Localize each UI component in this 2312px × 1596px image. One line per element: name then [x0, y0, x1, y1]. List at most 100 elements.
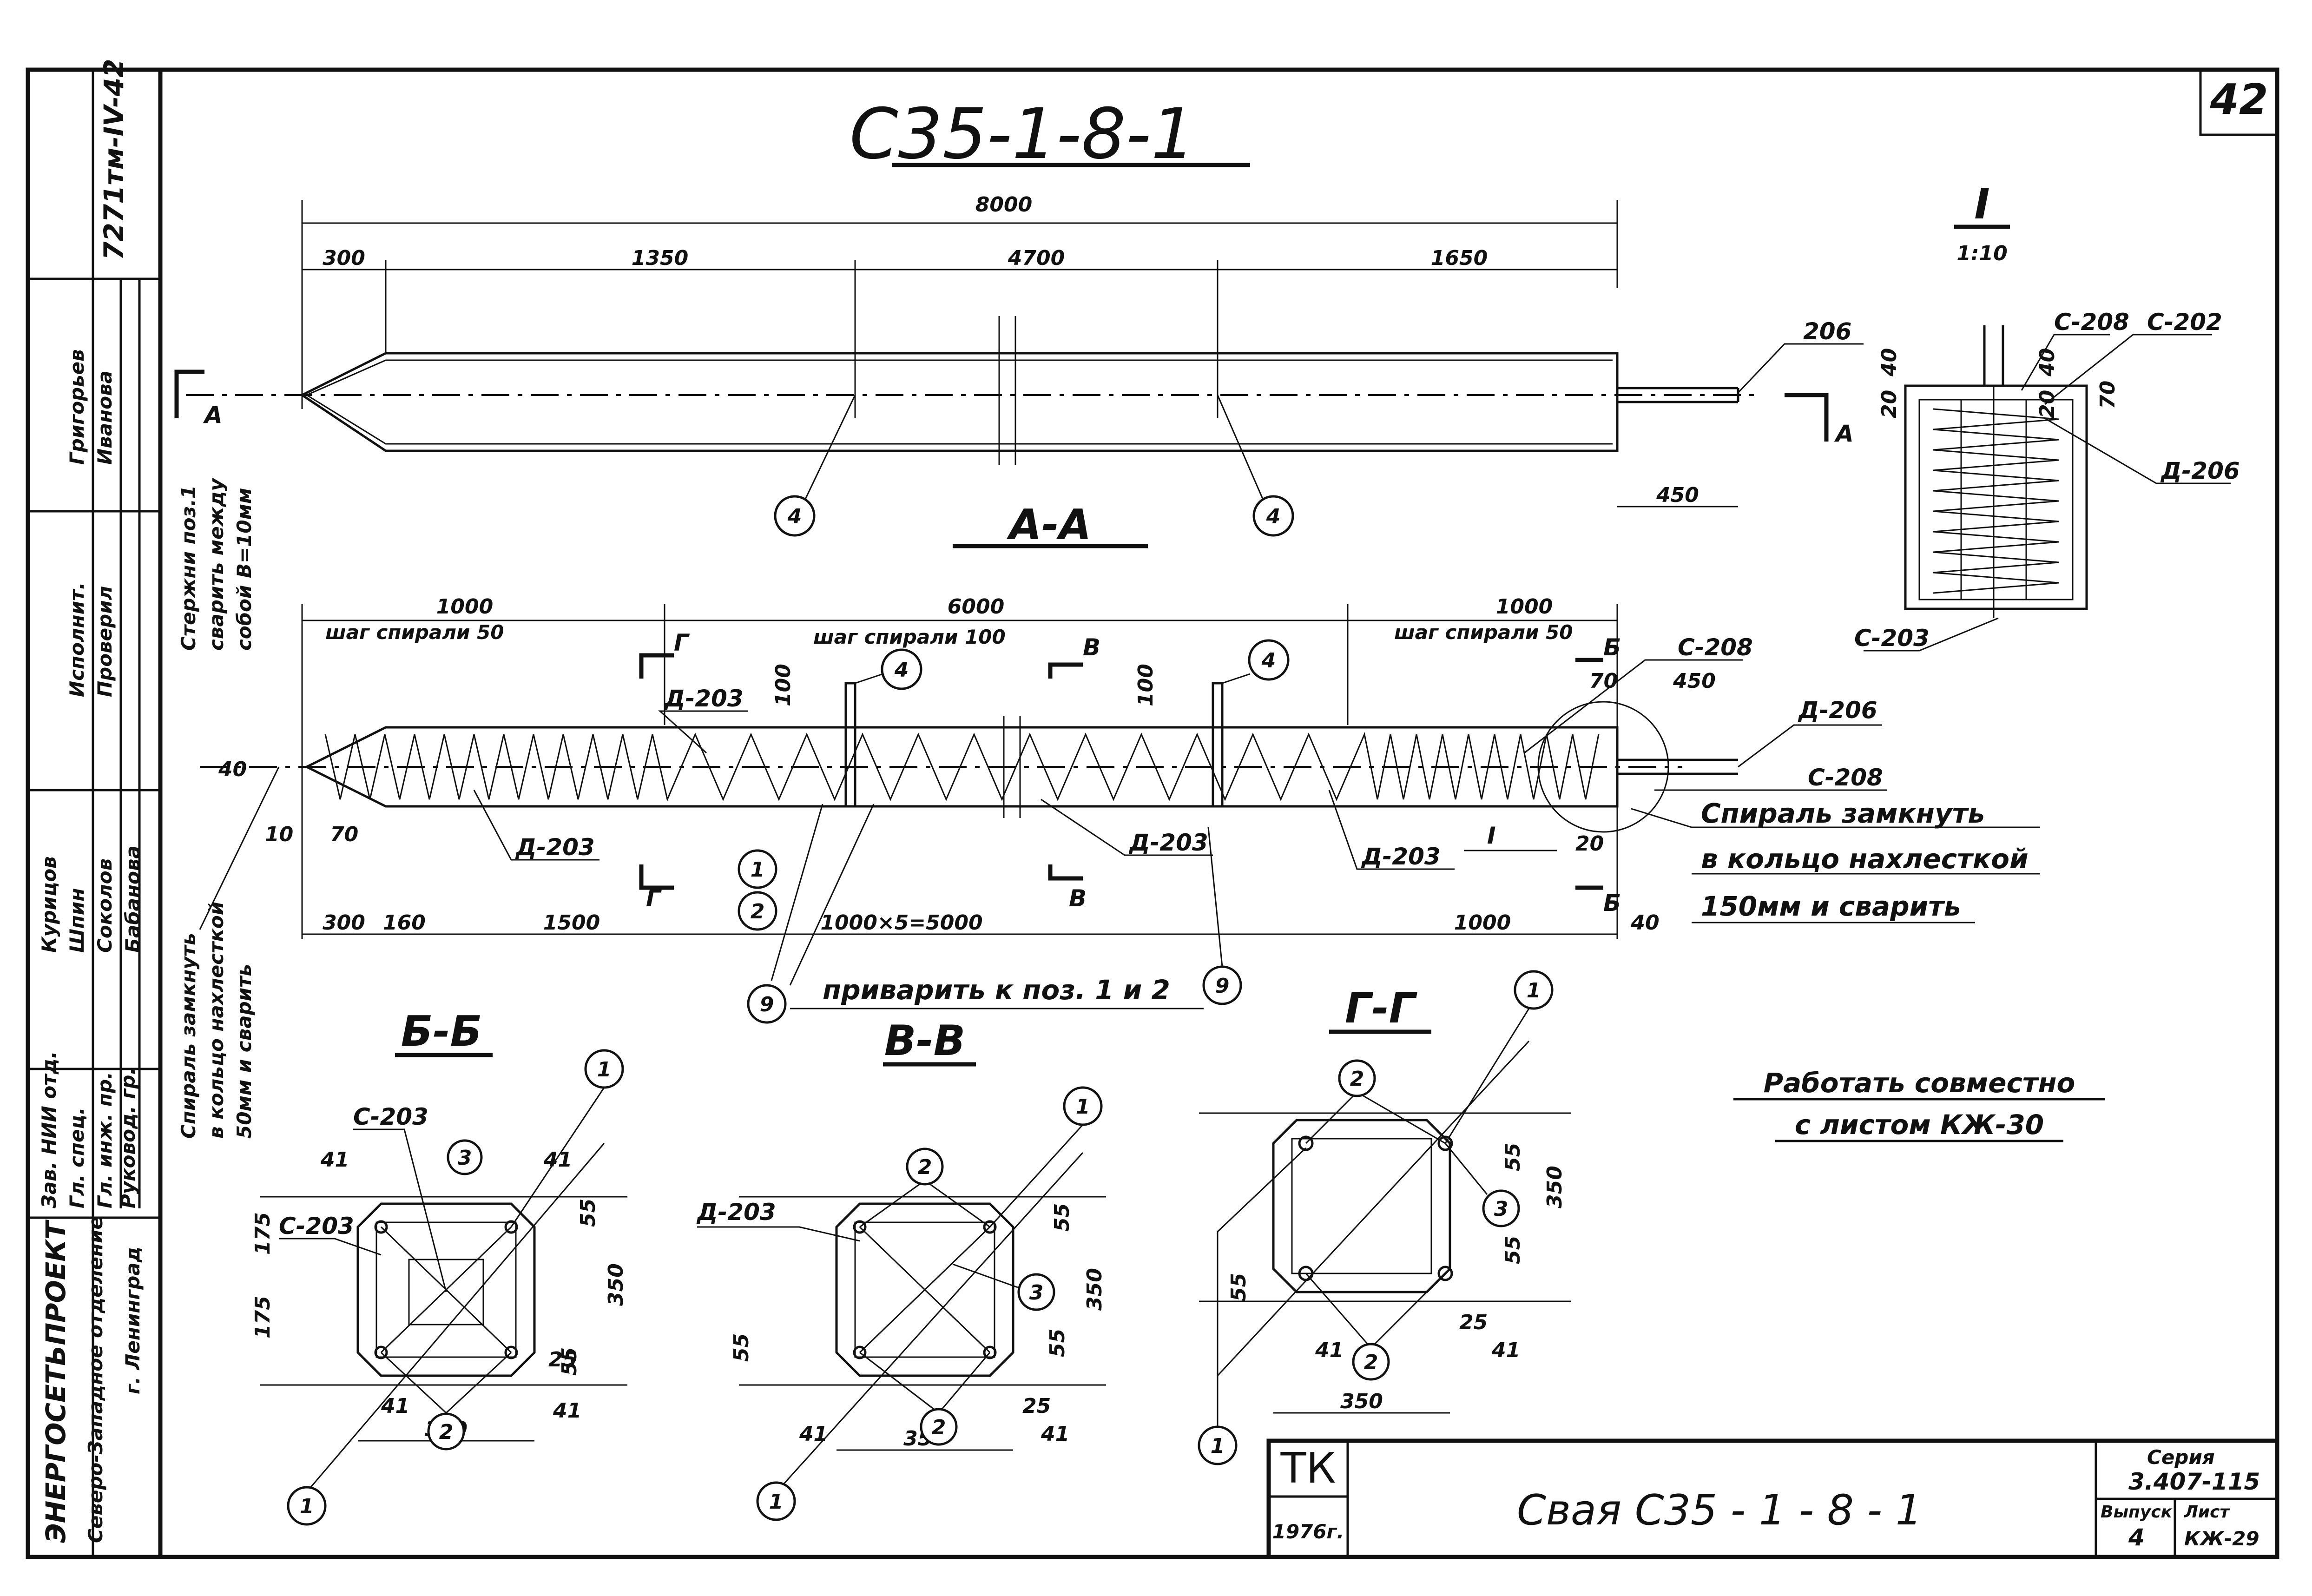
detail-label-4: С-203	[1854, 625, 1930, 652]
aa-bottom-dim-2: 160	[383, 911, 426, 935]
stamp-name-6: Иванова	[93, 370, 116, 465]
aa-pos-4a: 4	[894, 658, 909, 682]
detail-I: I 1:10 20 40 40 20 70 С-208 С-202 Д-206 …	[1854, 180, 2240, 652]
dim-450: 450	[1656, 483, 1699, 507]
gg-pos-3: 3	[1494, 1197, 1508, 1221]
aa-label-d203-1: Д-203	[664, 685, 744, 712]
gg-dim-350v: 350	[1543, 1166, 1567, 1208]
aa-spiral-note-3: 150мм и сварить	[1701, 890, 1961, 922]
vv-dim-55c: 55	[1046, 1329, 1069, 1357]
bb-dim-41a: 41	[320, 1148, 349, 1172]
stamp-name-3: Соколов	[93, 858, 116, 953]
tb-series: 3.407-115	[2128, 1468, 2260, 1495]
drawing-title: С35-1-8-1	[850, 94, 1195, 175]
stamp-name-1: Курицов	[38, 856, 60, 953]
left-note-1: Стержни поз.1	[177, 485, 200, 651]
gg-dim-350: 350	[1340, 1390, 1383, 1413]
gg-pos-2b: 2	[1364, 1351, 1378, 1374]
outer-frame	[26, 67, 2279, 1559]
vv-pos-2a: 2	[918, 1155, 932, 1179]
aa-bottom-dim-3: 1500	[543, 911, 600, 935]
vv-dim-41b: 41	[1041, 1422, 1069, 1446]
aa-bottom-dim-4: 1000×5=5000	[820, 911, 982, 935]
detail-dim-4: 20	[2035, 390, 2059, 418]
aa-label-I: I	[1487, 822, 1496, 849]
aa-pos-9a: 9	[760, 993, 774, 1016]
gg-dim-25: 25	[1459, 1311, 1488, 1334]
elev-pos-mark-1: 4	[787, 505, 802, 528]
gg-dim-55b: 55	[1501, 1143, 1525, 1171]
detail-dim-1: 20	[1877, 390, 1901, 418]
aa-small-dim-450: 450	[1673, 669, 1716, 693]
bb-dim-350v: 350	[604, 1263, 628, 1306]
elev-cut-mark-right: А	[1834, 420, 1854, 447]
vv-pos-3: 3	[1029, 1281, 1044, 1305]
bb-dim-25: 25	[548, 1348, 577, 1372]
vv-dim-55b: 55	[1050, 1203, 1074, 1232]
gg-dim-55a: 55	[1227, 1273, 1251, 1301]
detail-dim-5: 70	[2096, 381, 2120, 409]
detail-dim-3: 40	[2035, 348, 2059, 377]
tb-issue: 4	[2128, 1524, 2145, 1551]
gg-dim-41a: 41	[1315, 1339, 1344, 1362]
stamp-role-6: Проверил	[93, 586, 116, 697]
vv-dim-55a: 55	[730, 1333, 753, 1362]
section-vv: В-В 350 55 55 350 25 55 41 41 Д-203 1 2 …	[696, 1016, 1107, 1521]
dim-300: 300	[323, 246, 365, 270]
left-notes: Стержни поз.1 сварить между собой В=10мм…	[177, 478, 256, 1139]
bb-dim-175a: 175	[251, 1212, 275, 1255]
work-note-2: с листом КЖ-30	[1795, 1109, 2044, 1141]
aa-top-dim-3: 1000	[1496, 595, 1553, 619]
aa-top-dim-1: 1000	[436, 595, 493, 619]
left-note-4: Спираль замкнуть	[177, 933, 200, 1139]
section-gg: Г-Г 350 55 350 55 55 25 41 41 1 2 3 2 1	[1198, 970, 1571, 1465]
elev-pos-mark-2: 4	[1266, 505, 1281, 528]
vv-pos-1a: 1	[1076, 1095, 1090, 1119]
aa-weld-note: приварить к поз. 1 и 2	[823, 974, 1170, 1006]
aa-label-d206: Д-206	[1798, 697, 1877, 724]
gg-dim-41b: 41	[1491, 1339, 1520, 1362]
detail-label-1: С-208	[2054, 309, 2129, 336]
left-note-2: сварить между	[205, 478, 228, 651]
aa-bottom-dim-5: 1000	[1454, 911, 1511, 935]
tb-name: Свая С35 - 1 - 8 - 1	[1517, 1486, 1922, 1535]
tb-tk: ТК	[1280, 1444, 1336, 1493]
aa-bottom-dim-6: 40	[1630, 911, 1659, 935]
aa-label-c208-2: С-208	[1808, 764, 1883, 791]
bb-label-1: С-203	[353, 1103, 428, 1130]
aa-small-dim-70b: 70	[1589, 669, 1618, 693]
stamp-city: г. Ленинград	[121, 1246, 144, 1394]
aa-spiral-step-2: шаг спирали 100	[813, 626, 1006, 648]
stamp-role-5: Исполнит.	[66, 582, 88, 697]
aa-spiral-note-2: в кольцо нахлесткой	[1701, 843, 2029, 875]
bb-pos-3: 3	[458, 1146, 472, 1170]
gg-pos-2a: 2	[1350, 1067, 1364, 1091]
vv-pos-1b: 1	[769, 1490, 784, 1514]
corner-number: 42	[2209, 75, 2268, 124]
aa-small-dim-40: 40	[218, 758, 247, 781]
tb-issue-label: Выпуск	[2101, 1503, 2173, 1522]
aa-cut-G-top: Г	[674, 629, 690, 656]
archive-number: 7271тм-IV-42	[98, 59, 130, 260]
corner-number-box	[2199, 68, 2279, 136]
aa-top-dim-2: 6000	[948, 595, 1004, 619]
aa-cut-G-bottom: Г	[646, 885, 662, 912]
bb-pos-1b: 1	[300, 1495, 314, 1518]
elev-cut-mark-left: А	[203, 402, 223, 429]
section-aa-title: А-А	[1007, 501, 1092, 549]
title-block: ТК 1976г. Свая С35 - 1 - 8 - 1 Серия 3.4…	[1266, 1438, 2279, 1559]
gg-pos-1a: 1	[1527, 979, 1541, 1002]
vv-dim-25: 25	[1022, 1394, 1051, 1418]
pile-elevation: 8000 300 1350 4700 1650 206 450 А А 4 4	[174, 193, 1864, 537]
aa-pos-2: 2	[751, 900, 765, 923]
bb-dim-41b: 41	[543, 1148, 572, 1172]
aa-bottom-dim-1: 300	[323, 911, 365, 935]
stamp-role-4: Руковод. гр.	[117, 1068, 139, 1208]
aa-pos-4b: 4	[1261, 649, 1276, 673]
aa-cut-V-bottom: В	[1069, 885, 1087, 912]
vv-label-1: Д-203	[696, 1199, 776, 1226]
left-note-6: 50мм и сварить	[233, 964, 256, 1139]
aa-spiral-step-1: шаг спирали 50	[325, 621, 504, 644]
dim-4700: 4700	[1008, 246, 1065, 270]
